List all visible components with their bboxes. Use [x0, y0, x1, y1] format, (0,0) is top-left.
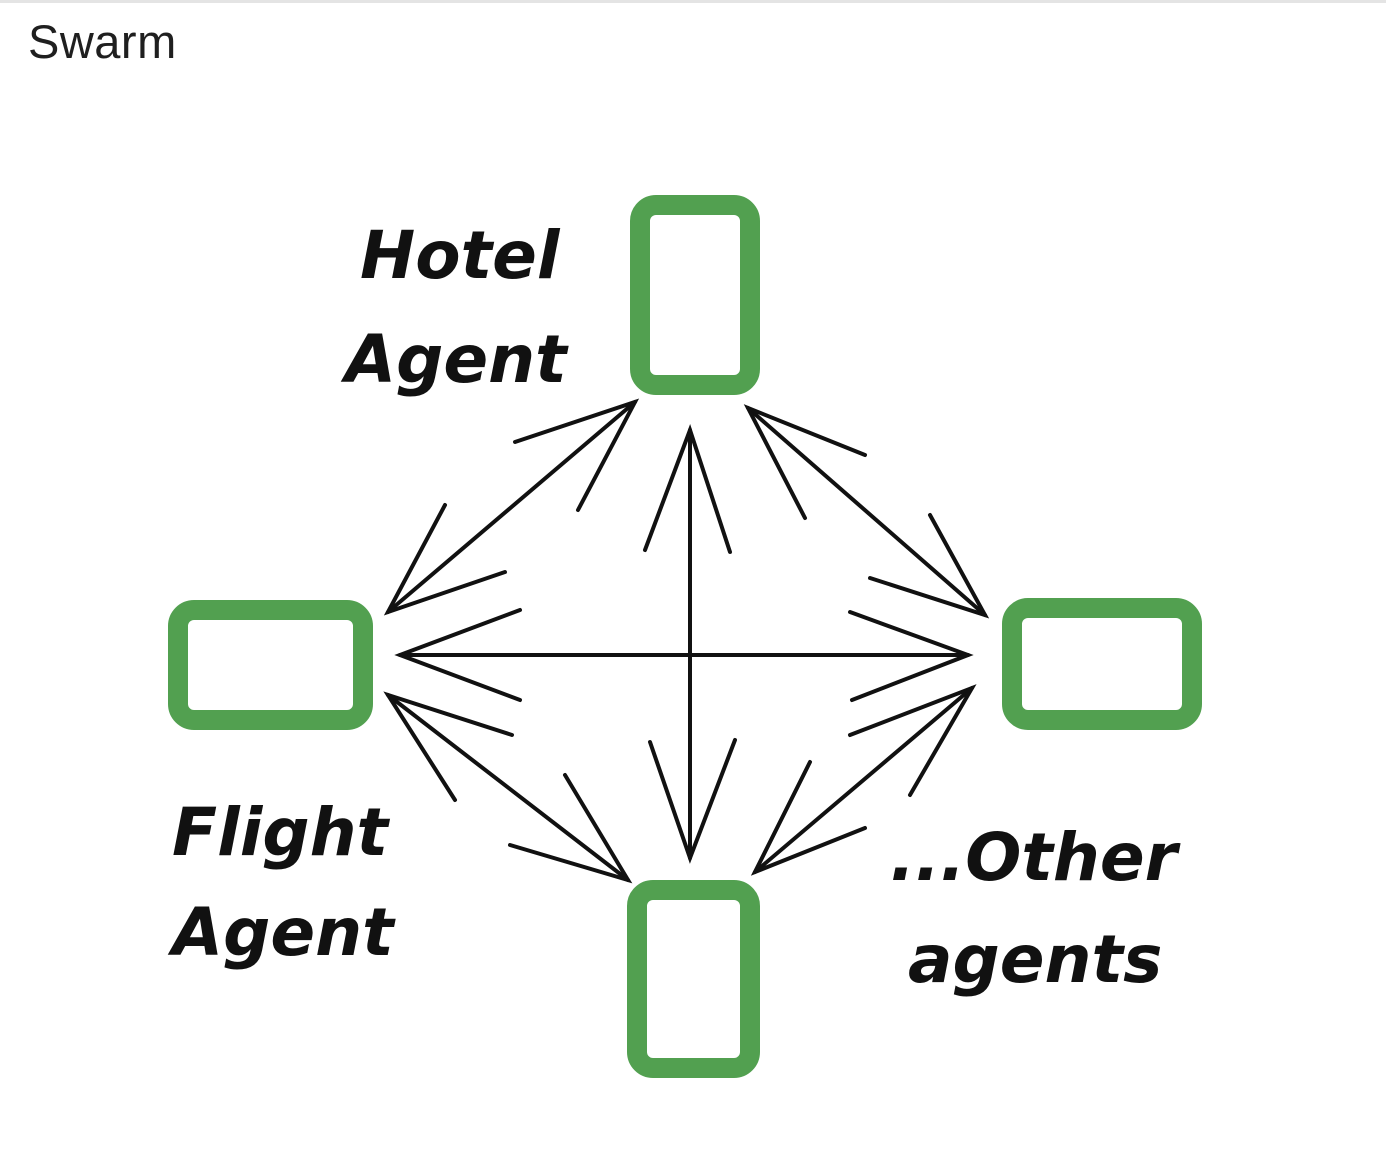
- hotel-agent-label-line2: Agent: [340, 321, 569, 398]
- arrowhead-flight-horizontal: [394, 608, 522, 702]
- arrowhead-hotel-end: [513, 398, 640, 512]
- arrowhead-other-horizontal: [848, 610, 974, 702]
- edge-other-bottom: [753, 686, 974, 874]
- flight-agent-label-line1: Flight: [172, 794, 391, 871]
- arrowhead-bottom-left: [508, 773, 633, 884]
- flight-agent-label-line2: Agent: [167, 894, 396, 971]
- arrowhead-bottom-vertical: [648, 738, 737, 864]
- edge-hotel-flight: [386, 400, 637, 614]
- arrowhead-hotel-vertical: [643, 423, 732, 554]
- arrowhead-other-top: [868, 513, 990, 619]
- arrowhead-other-lower: [848, 684, 977, 797]
- edge-flight-bottom: [386, 693, 630, 882]
- node-boxes: [168, 195, 1202, 1078]
- bottom-agent-node: [627, 880, 760, 1078]
- edge-hotel-other: [746, 406, 987, 617]
- other-agents-label-line2: agents: [908, 921, 1162, 998]
- page-title: Swarm: [28, 15, 177, 68]
- arrowhead-hotel-right: [743, 404, 867, 520]
- hotel-agent-node: [630, 195, 760, 395]
- other-agents-label-line1: ...Other: [890, 819, 1181, 896]
- arrowhead-flight-end: [383, 503, 507, 616]
- hotel-agent-label-line1: Hotel: [360, 217, 561, 294]
- arrowhead-bottom-right: [750, 760, 867, 876]
- other-agents-node: [1002, 598, 1202, 730]
- flight-agent-node: [168, 600, 373, 730]
- top-divider: [0, 0, 1386, 3]
- arrowhead-flight-lower: [383, 691, 514, 802]
- edges: [383, 398, 990, 884]
